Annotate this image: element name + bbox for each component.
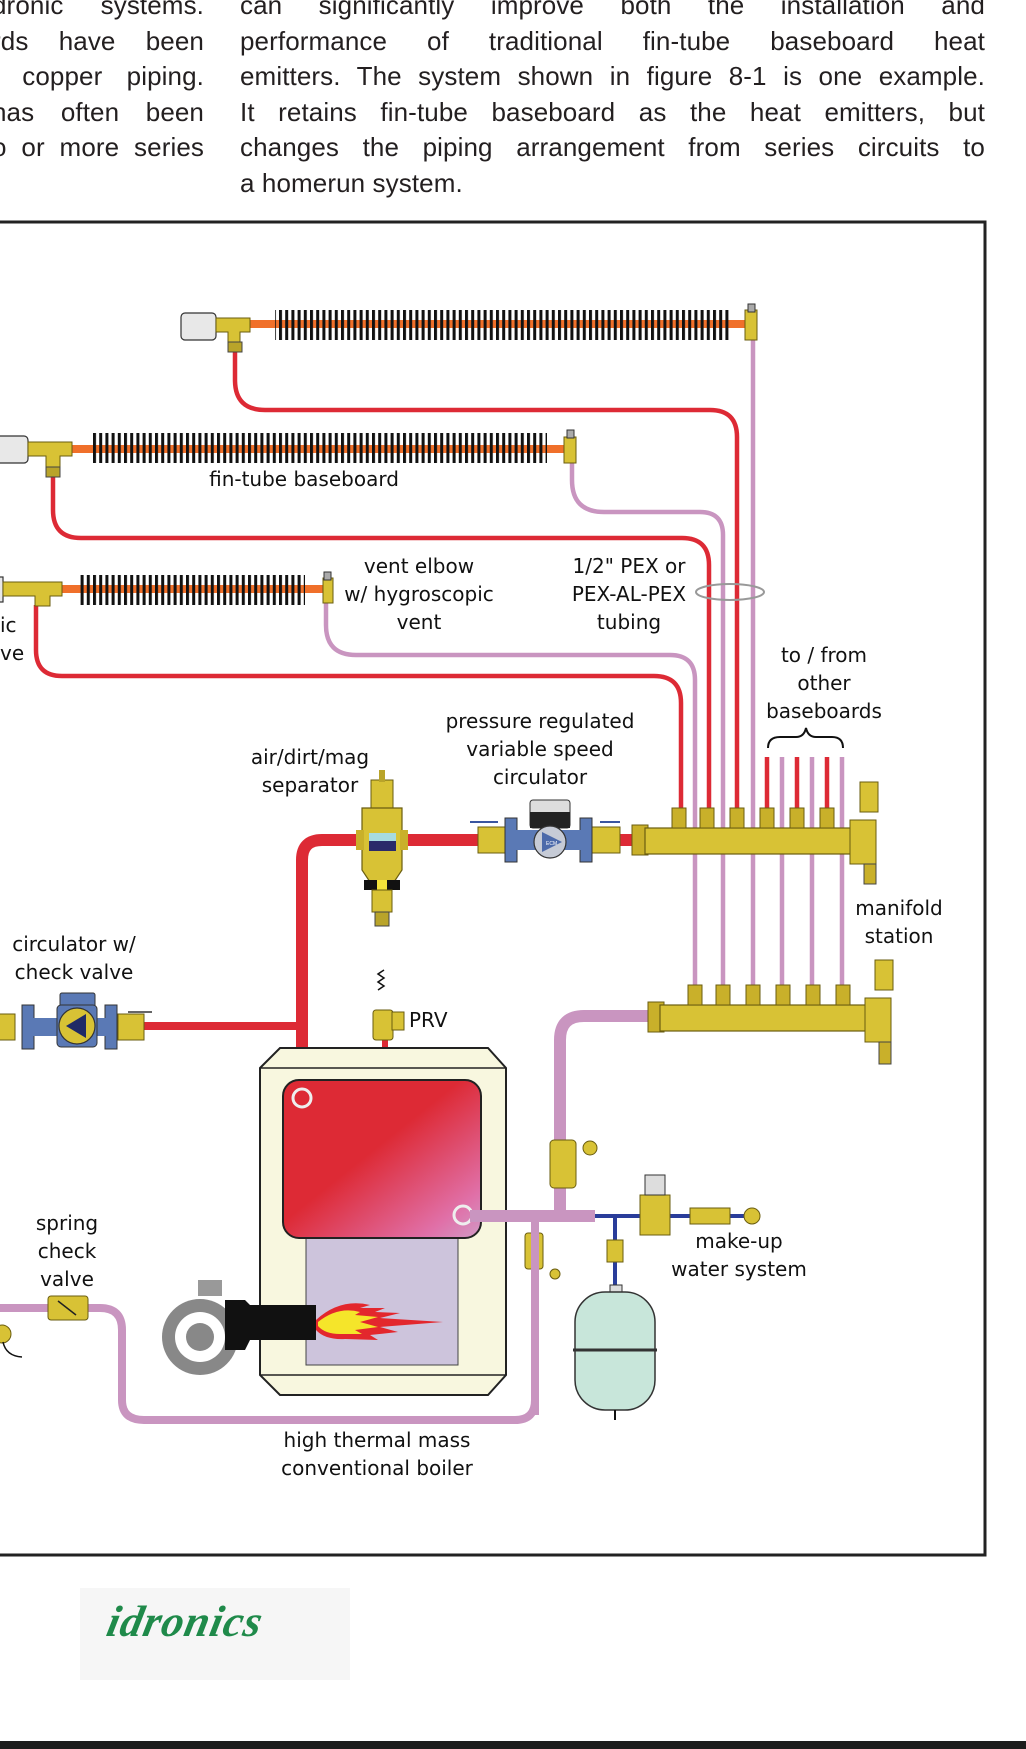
label-other-baseboards: baseboards — [766, 699, 882, 723]
label-manifold-station: manifold — [855, 896, 943, 920]
label-spring-check-valve: valve — [40, 1267, 94, 1291]
label-boiler: conventional boiler — [281, 1456, 474, 1480]
vent-elbow-icon — [322, 577, 334, 604]
label-boiler: high thermal mass — [284, 1428, 471, 1452]
boiler-icon — [259, 1047, 507, 1396]
burner-icon — [162, 1280, 443, 1375]
right-line: a homerun system. — [240, 167, 463, 198]
left-line: o or more series — [0, 132, 204, 162]
main-supply-pipe — [296, 834, 640, 1080]
label-separator: separator — [262, 773, 359, 797]
label-other-baseboards: other — [797, 671, 851, 695]
label-vent-elbow: vent elbow — [364, 554, 474, 578]
vent-elbow-icon — [744, 309, 758, 341]
other-baseboards-tubes — [764, 757, 845, 1010]
return-manifold-icon — [647, 959, 894, 1065]
brace-icon — [767, 727, 844, 749]
right-line: performance of traditional fin-tube base… — [240, 25, 985, 56]
label-pressure-circulator: circulator — [493, 765, 588, 789]
label-thermostatic-valve: ve — [0, 641, 24, 665]
spring-check-valve-icon — [47, 1295, 89, 1321]
supply-manifold-icon — [631, 781, 879, 885]
bottom-return-pipe — [0, 1304, 539, 1424]
supply-tube-1 — [232, 350, 740, 812]
tubing-bundle-marker — [695, 583, 765, 601]
ecm-label: ECM — [546, 841, 557, 847]
label-pressure-circulator: pressure regulated — [446, 709, 635, 733]
figure-frame — [0, 220, 987, 1557]
label-vent-elbow: w/ hygroscopic — [344, 582, 494, 606]
label-pressure-circulator: variable speed — [466, 737, 613, 761]
label-circulator-check: check valve — [15, 960, 134, 984]
label-makeup-water: make-up — [695, 1229, 783, 1253]
expansion-tank-icon — [573, 1284, 657, 1420]
logo-text: idronics — [102, 1597, 268, 1646]
return-tubing — [323, 340, 756, 1010]
prv-icon — [372, 969, 405, 1041]
right-line: It retains fin-tube baseboard as the hea… — [240, 96, 985, 127]
supply-tubing — [33, 350, 740, 812]
drain-valve-icon — [0, 1324, 12, 1344]
makeup-water-system-icon — [595, 1174, 761, 1290]
baseboard-1 — [180, 303, 758, 353]
supply-tube-3 — [33, 605, 684, 812]
thermostatic-valve-head-icon — [180, 312, 217, 341]
left-line: rds have been — [0, 25, 204, 56]
vent-elbow-icon — [563, 436, 577, 464]
label-other-baseboards: to / from — [781, 643, 867, 667]
bottom-bar — [0, 1741, 1026, 1749]
label-thermostatic-valve: ic — [0, 613, 17, 637]
label-fin-tube-baseboard: fin-tube baseboard — [209, 467, 399, 491]
label-spring-check-valve: check — [38, 1239, 97, 1263]
label-pex: 1/2" PEX or — [573, 554, 687, 578]
left-line: dronic systems. — [0, 0, 204, 20]
variable-speed-circulator-icon: ECM — [470, 799, 621, 863]
baseboard-2 — [0, 429, 577, 478]
return-tube-2 — [569, 460, 726, 1010]
label-vent-elbow: vent — [397, 610, 442, 634]
label-spring-check-valve: spring — [36, 1211, 98, 1235]
air-dirt-mag-separator-icon — [356, 770, 408, 927]
left-line: has often been — [0, 96, 204, 127]
label-pex: PEX-AL-PEX — [572, 582, 687, 606]
left-line: l copper piping. — [0, 61, 204, 91]
label-pex: tubing — [597, 610, 661, 634]
baseboard-3 — [0, 571, 334, 607]
label-manifold-station: station — [865, 924, 934, 948]
label-makeup-water: water system — [671, 1257, 807, 1281]
return-tube-3 — [323, 600, 698, 1010]
right-line: can significantly improve both the insta… — [240, 0, 985, 20]
idronics-logo: idronics — [80, 1588, 350, 1680]
label-circulator-check: circulator w/ — [12, 932, 136, 956]
boiler-water-tank — [282, 1079, 482, 1239]
right-line: changes the piping arrangement from seri… — [240, 132, 985, 162]
left-text-column: dronic systems. rds have been l copper p… — [0, 0, 204, 166]
main-return-pipe — [554, 1010, 650, 1210]
supply-tube-2 — [50, 470, 712, 812]
right-line: emitters. The system shown in figure 8-1… — [240, 61, 985, 91]
thermostatic-valve-head-icon — [0, 435, 29, 464]
circulator-check-valve-icon — [0, 992, 152, 1050]
label-prv: PRV — [409, 1008, 448, 1032]
right-text-column: can significantly improve both the insta… — [240, 0, 985, 201]
label-separator: air/dirt/mag — [251, 745, 369, 769]
